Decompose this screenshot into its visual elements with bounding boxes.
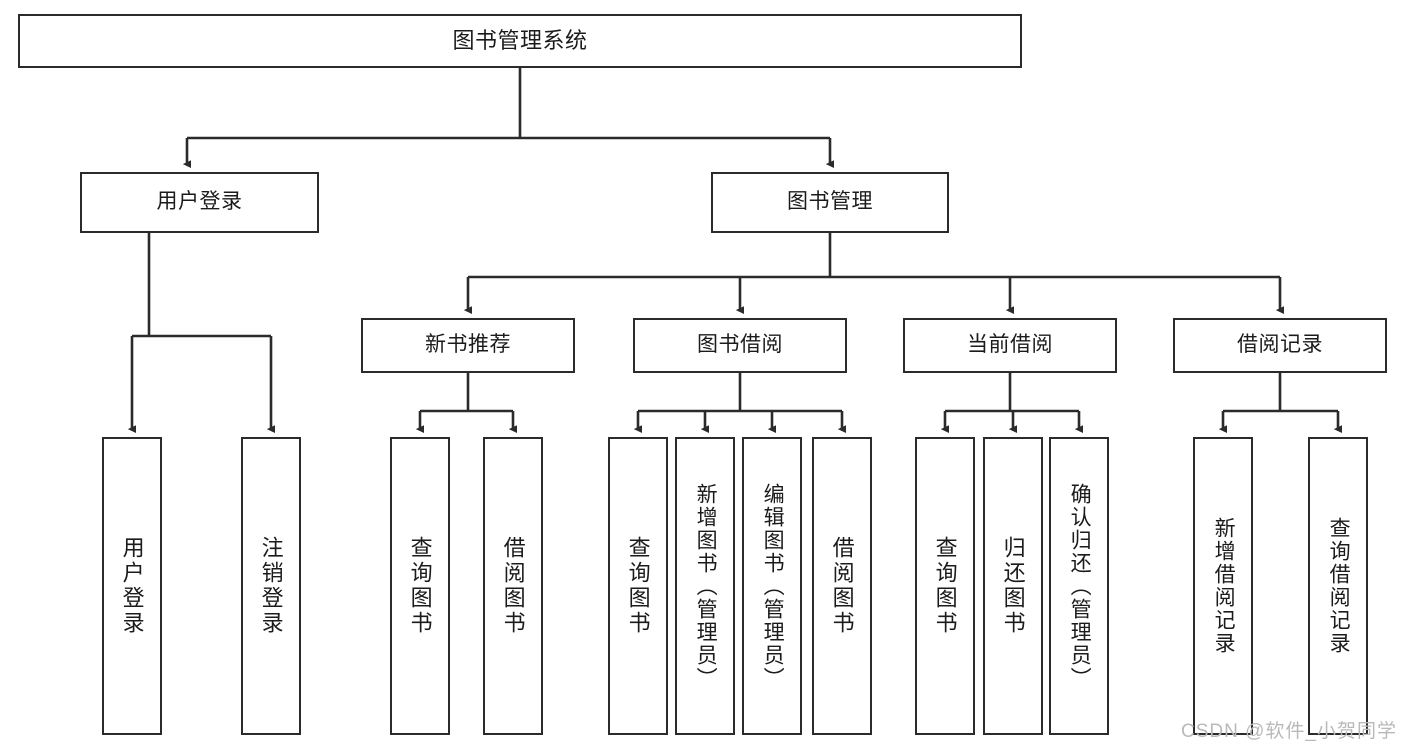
node-new-book-recommend[interactable]: 新书推荐 bbox=[361, 318, 575, 373]
leaf-add-book-admin[interactable]: 新增图书（管理员） bbox=[675, 437, 735, 735]
leaf-edit-book-admin[interactable]: 编辑图书（管理员） bbox=[742, 437, 802, 735]
node-root-system[interactable]: 图书管理系统 bbox=[18, 14, 1022, 68]
node-borrow-record[interactable]: 借阅记录 bbox=[1173, 318, 1387, 373]
node-label: 图书管理系统 bbox=[452, 28, 588, 54]
node-label: 图书借阅 bbox=[697, 333, 783, 357]
leaf-borrow-book-recommend[interactable]: 借阅图书 bbox=[483, 437, 543, 735]
node-label: 当前借阅 bbox=[967, 333, 1053, 357]
node-label: 借阅图书 bbox=[829, 536, 855, 636]
node-book-borrow[interactable]: 图书借阅 bbox=[633, 318, 847, 373]
node-label: 借阅记录 bbox=[1237, 333, 1323, 357]
node-book-management[interactable]: 图书管理 bbox=[711, 172, 949, 233]
node-label: 新增借阅记录 bbox=[1212, 517, 1236, 655]
node-label: 查询图书 bbox=[932, 536, 958, 636]
node-label: 注销登录 bbox=[258, 536, 284, 636]
leaf-user-logout[interactable]: 注销登录 bbox=[241, 437, 301, 735]
node-user-login[interactable]: 用户登录 bbox=[80, 172, 319, 233]
leaf-query-book-recommend[interactable]: 查询图书 bbox=[390, 437, 450, 735]
node-label: 用户登录 bbox=[119, 536, 145, 636]
node-label: 借阅图书 bbox=[500, 536, 526, 636]
leaf-query-book-current[interactable]: 查询图书 bbox=[915, 437, 975, 735]
node-label: 查询借阅记录 bbox=[1327, 517, 1351, 655]
node-current-borrow[interactable]: 当前借阅 bbox=[903, 318, 1117, 373]
leaf-return-book[interactable]: 归还图书 bbox=[983, 437, 1043, 735]
leaf-user-login[interactable]: 用户登录 bbox=[102, 437, 162, 735]
node-label: 用户登录 bbox=[156, 190, 243, 214]
node-label: 确认归还（管理员） bbox=[1068, 482, 1092, 690]
leaf-confirm-return-admin[interactable]: 确认归还（管理员） bbox=[1049, 437, 1109, 735]
node-label: 新增图书（管理员） bbox=[694, 482, 718, 690]
node-label: 图书管理 bbox=[787, 190, 873, 214]
node-label: 编辑图书（管理员） bbox=[761, 482, 785, 690]
leaf-borrow-book[interactable]: 借阅图书 bbox=[812, 437, 872, 735]
node-label: 新书推荐 bbox=[425, 333, 511, 357]
node-label: 查询图书 bbox=[625, 536, 651, 636]
node-label: 归还图书 bbox=[1000, 536, 1026, 636]
leaf-query-borrow-record[interactable]: 查询借阅记录 bbox=[1308, 437, 1368, 735]
leaf-add-borrow-record[interactable]: 新增借阅记录 bbox=[1193, 437, 1253, 735]
leaf-query-book-borrow[interactable]: 查询图书 bbox=[608, 437, 668, 735]
node-label: 查询图书 bbox=[407, 536, 433, 636]
